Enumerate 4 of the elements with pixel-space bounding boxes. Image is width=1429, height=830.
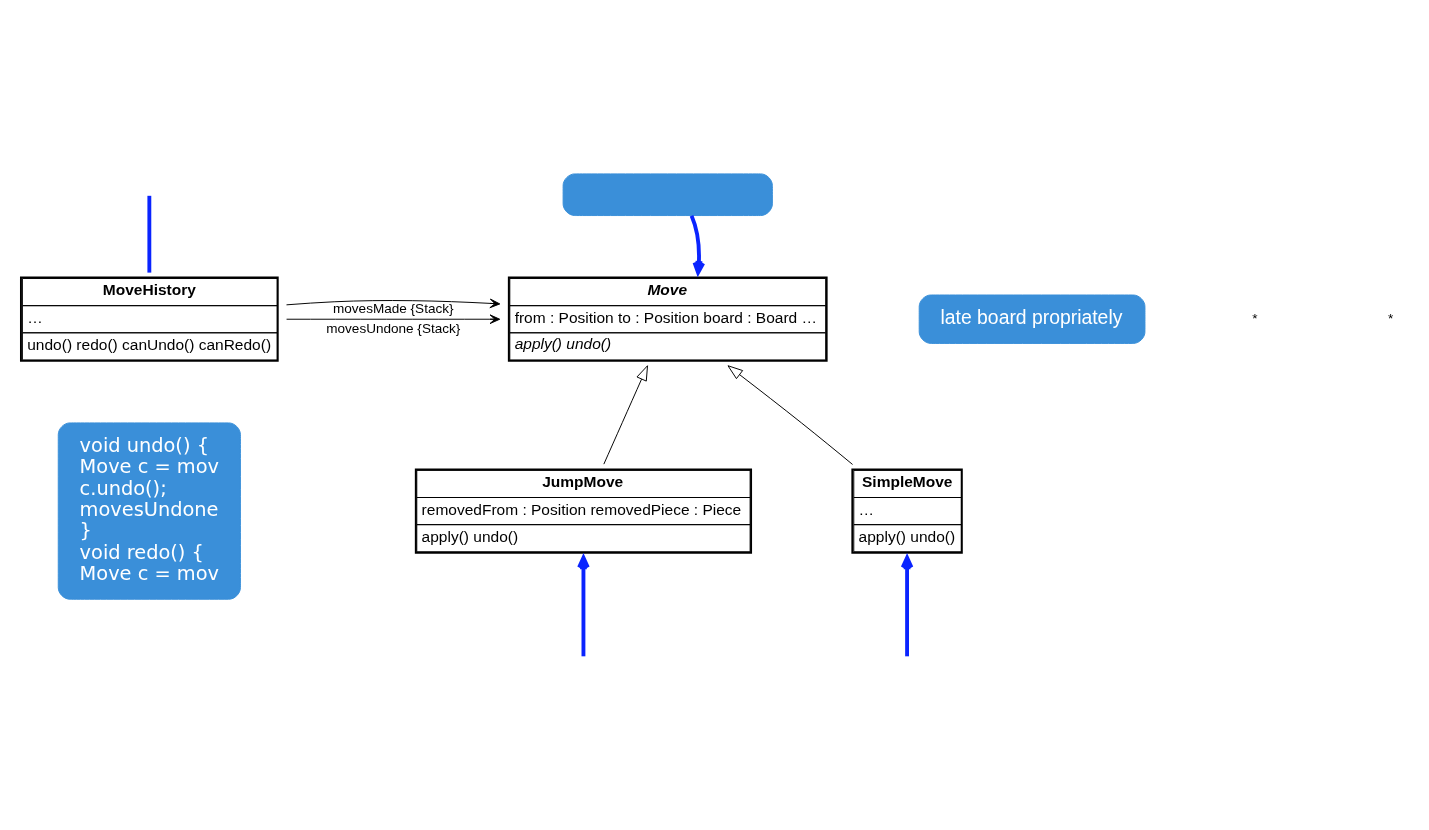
label: * bbox=[1387, 310, 1394, 326]
label: * bbox=[1252, 310, 1258, 326]
edge-label: movesUndone {Stack} bbox=[326, 320, 461, 336]
edge-label: movesMade {Stack} bbox=[333, 300, 454, 316]
